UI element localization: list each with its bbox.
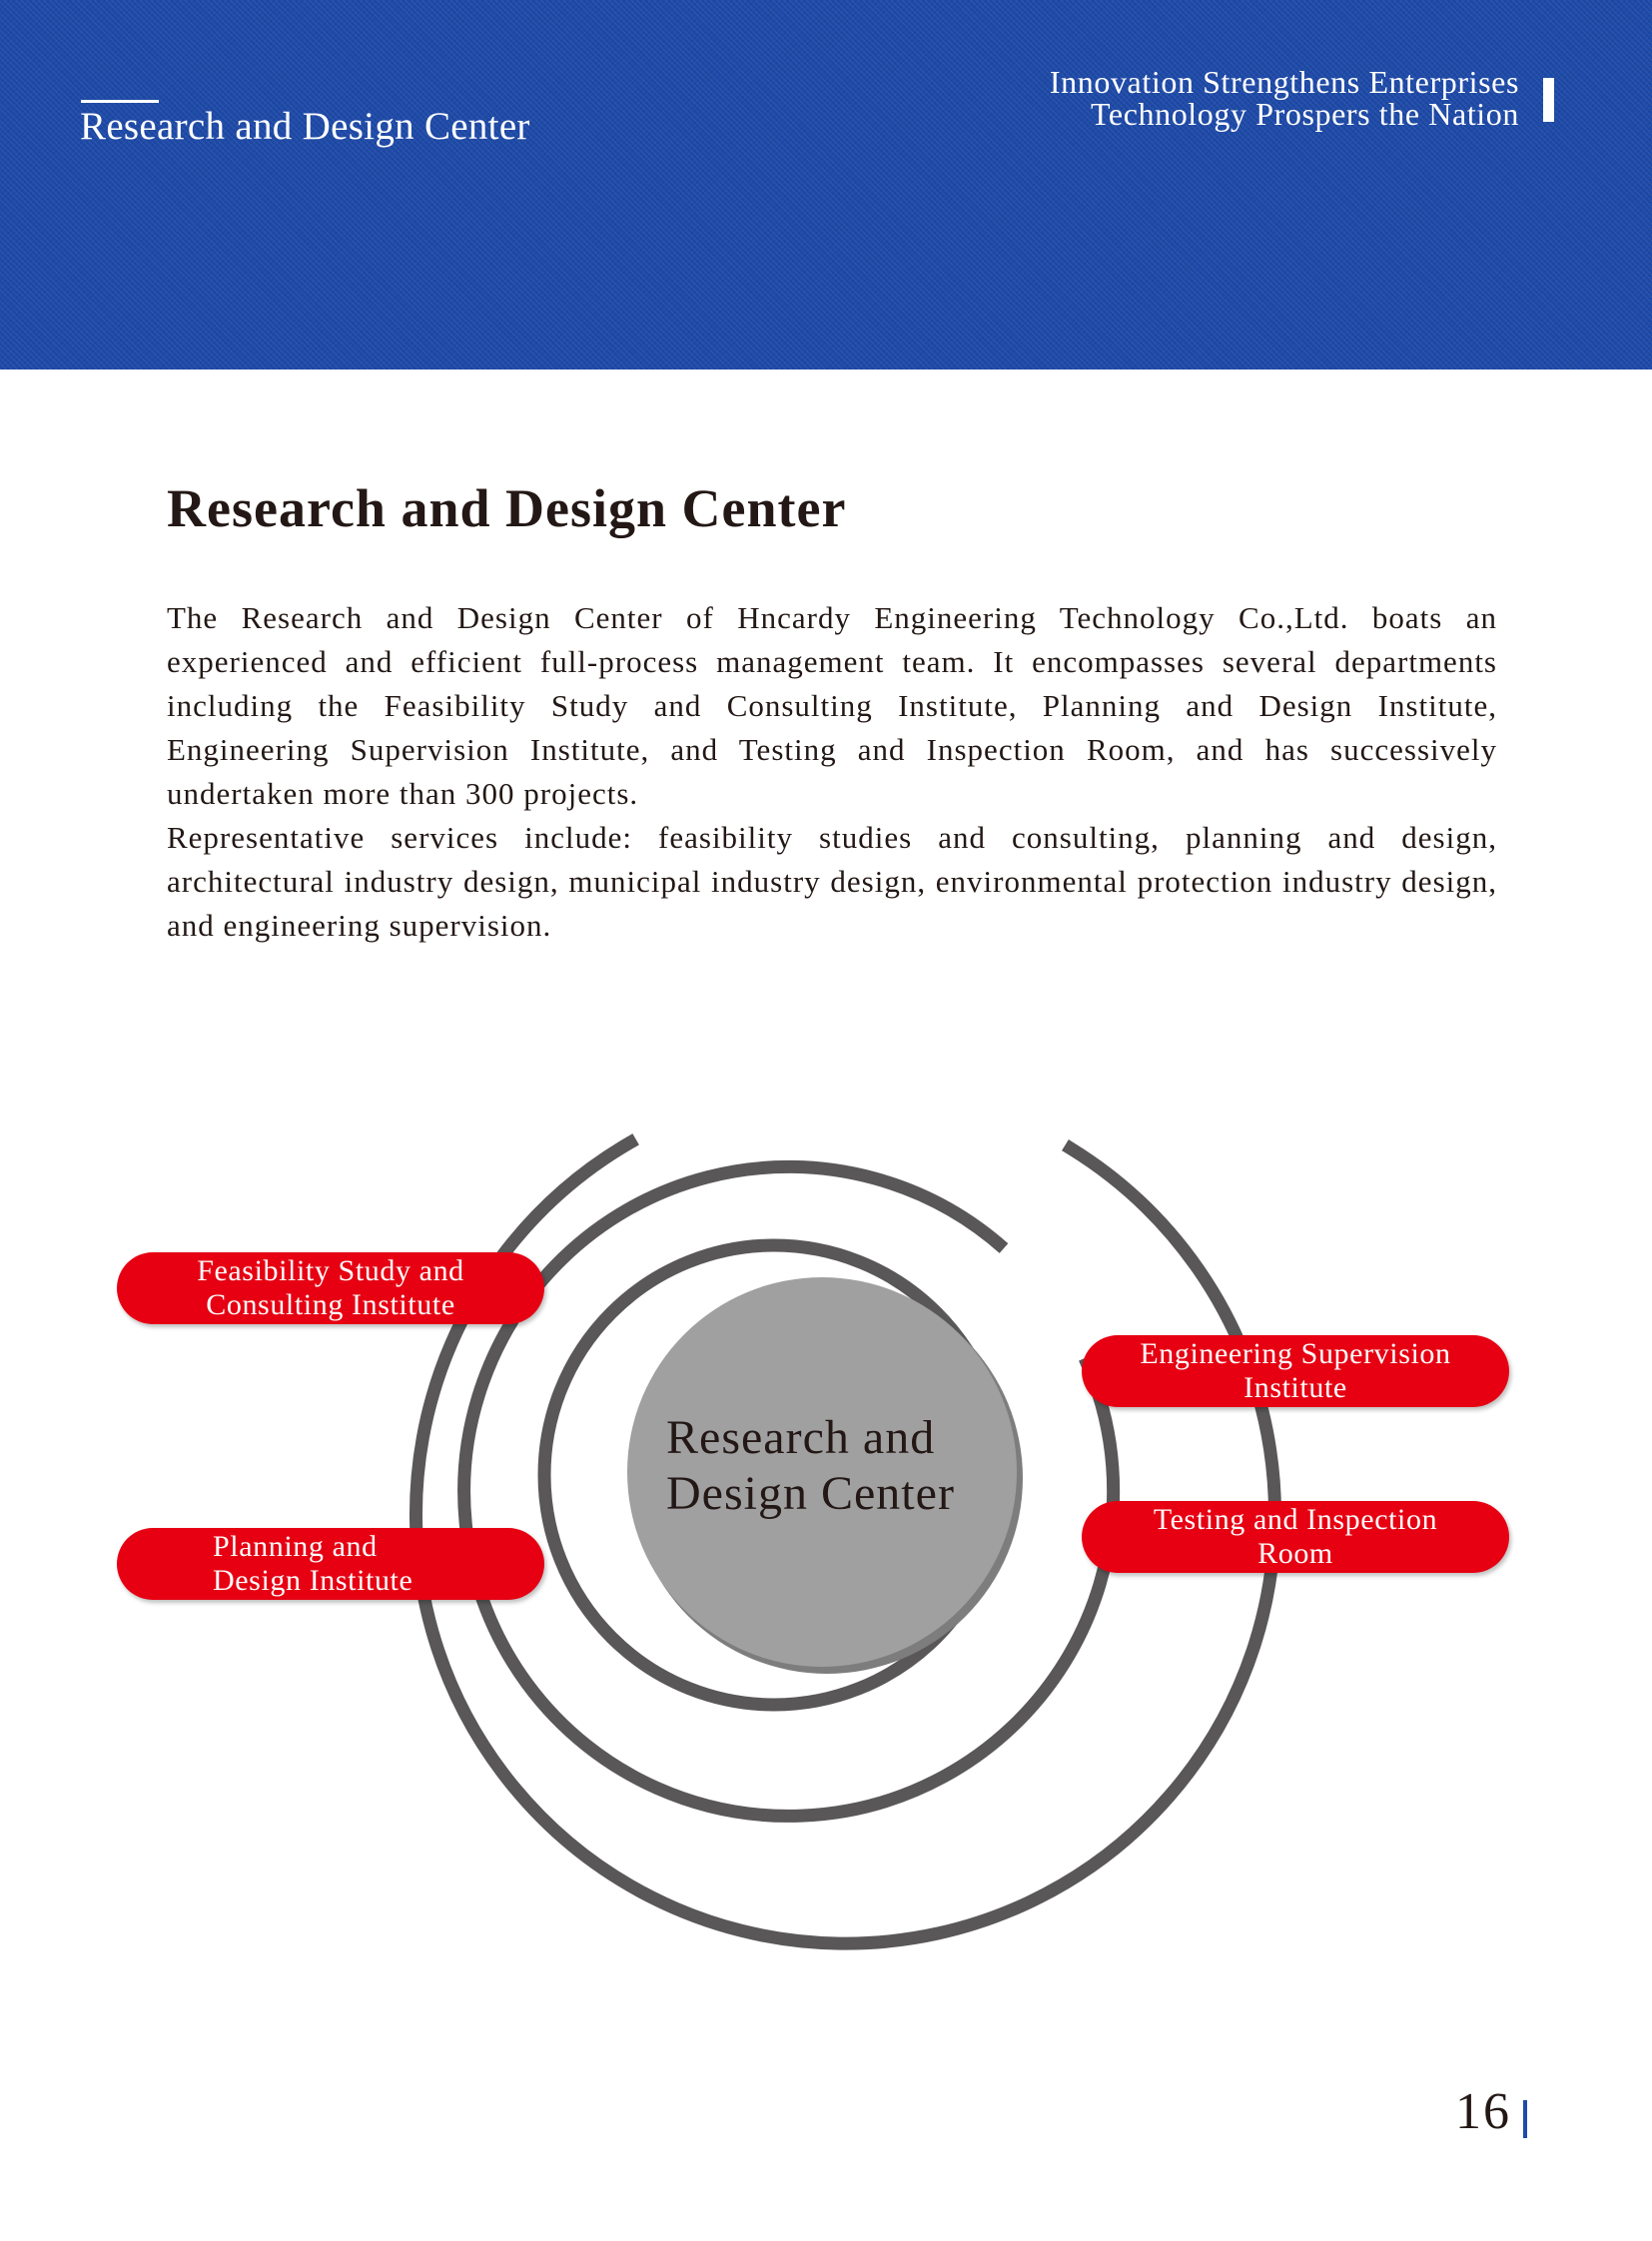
center-label-line-1: Research and — [666, 1411, 936, 1464]
pill-label-line-1: Planning and — [213, 1530, 378, 1563]
intro-paragraph-2: Representative services include: feasibi… — [167, 820, 1497, 943]
page-number: 16 — [1455, 2083, 1511, 2140]
page-heading: Research and Design Center — [167, 478, 847, 538]
slogan-accent-bar — [1543, 78, 1554, 122]
planning-institute-pill: Planning and Design Institute — [117, 1528, 544, 1600]
center-label-line-2: Design Center — [666, 1467, 955, 1520]
pill-label-line-1: Engineering Supervision — [1140, 1337, 1451, 1370]
pill-label-line-2: Consulting Institute — [206, 1288, 455, 1321]
supervision-institute-pill: Engineering Supervision Institute — [1082, 1335, 1509, 1407]
slogan: Innovation Strengthens Enterprises Techn… — [1050, 66, 1519, 130]
slogan-line-1: Innovation Strengthens Enterprises — [1049, 64, 1519, 100]
title-accent-rule — [81, 100, 159, 103]
slogan-line-2: Technology Prospers the Nation — [1090, 96, 1519, 132]
testing-room-pill: Testing and Inspection Room — [1082, 1501, 1509, 1573]
section-title: Research and Design Center — [80, 105, 530, 148]
header-banner: Research and Design Center Innovation St… — [0, 0, 1652, 370]
pill-label-line-2: Design Institute — [213, 1564, 413, 1597]
intro-paragraph-1: The Research and Design Center of Hncard… — [167, 600, 1497, 811]
page-number-accent-bar — [1523, 2100, 1527, 2138]
pill-label-line-2: Room — [1257, 1537, 1333, 1570]
pill-label-line-2: Institute — [1243, 1371, 1347, 1404]
intro-text: The Research and Design Center of Hncard… — [167, 596, 1497, 948]
pill-label-line-1: Feasibility Study and — [197, 1254, 464, 1287]
feasibility-institute-pill: Feasibility Study and Consulting Institu… — [117, 1252, 544, 1324]
diagram-center-label: Research and Design Center — [666, 1410, 955, 1522]
pill-label-line-1: Testing and Inspection — [1153, 1503, 1438, 1536]
